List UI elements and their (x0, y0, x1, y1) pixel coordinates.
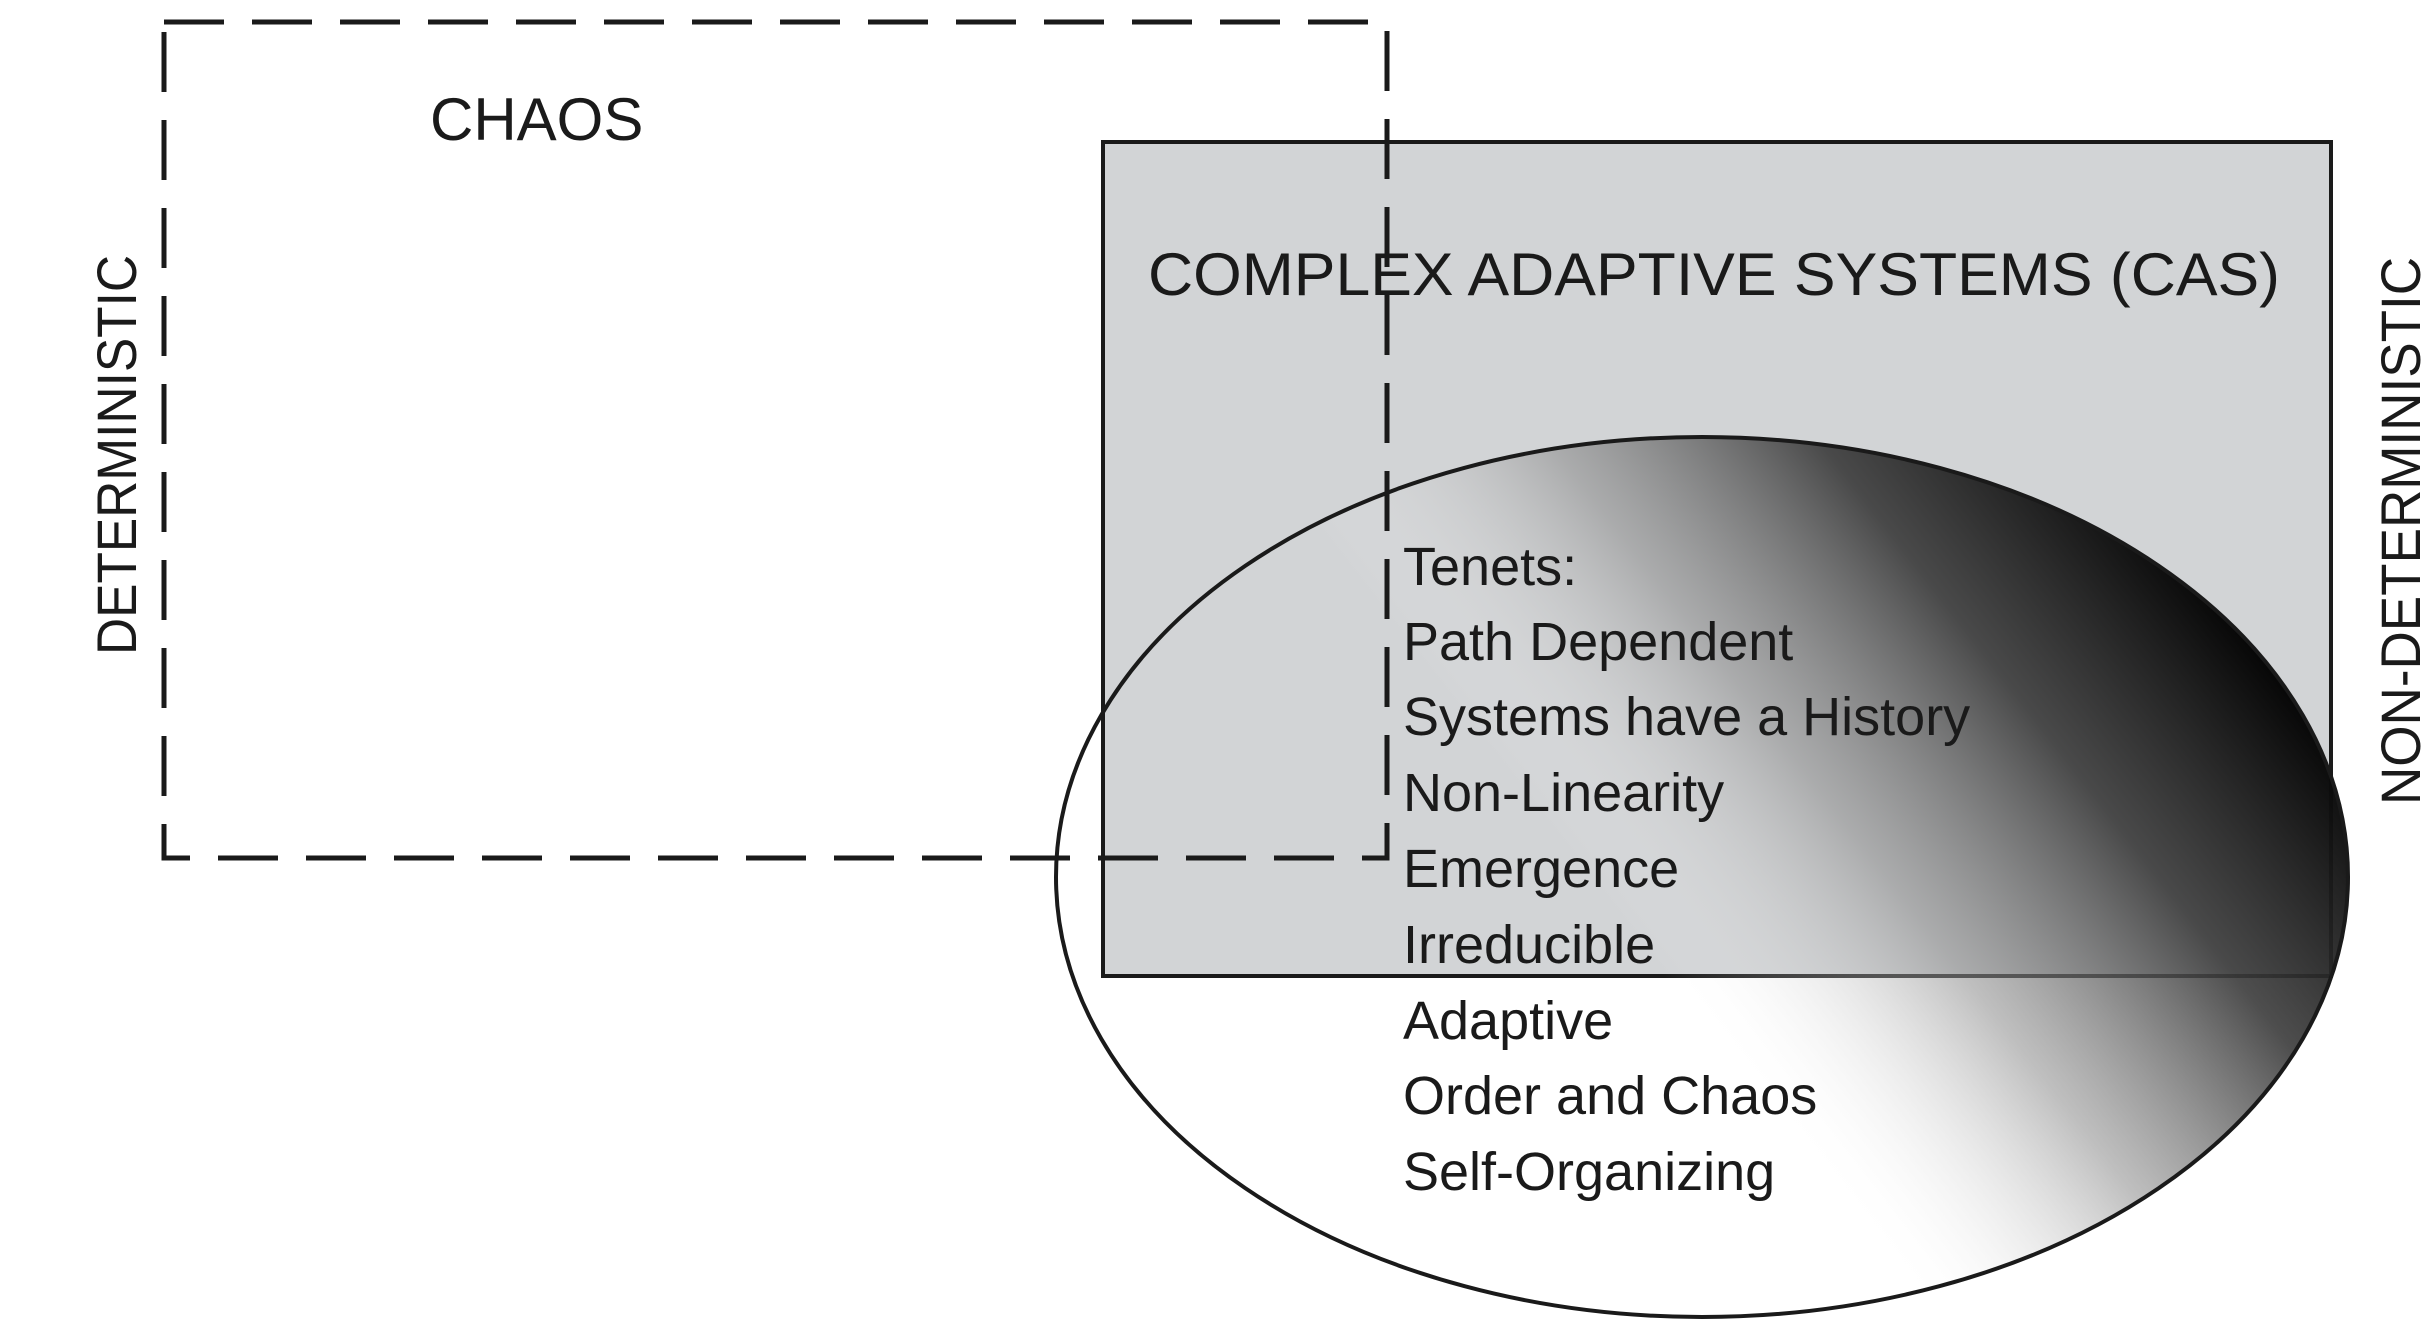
tenets-region (1054, 435, 2350, 1319)
chaos-region (161, 19, 1390, 861)
tenet-item: Adaptive (1403, 991, 1613, 1051)
tenets-ellipse-outline (1054, 435, 2350, 1319)
non-deterministic-label: NON-DETERMINISTIC (2369, 257, 2432, 805)
deterministic-label: DETERMINISTIC (85, 255, 148, 655)
tenet-item: Path Dependent (1403, 612, 1793, 672)
tenet-item: Emergence (1403, 839, 1679, 899)
tenet-item: Irreducible (1403, 915, 1655, 975)
tenet-item: Self-Organizing (1403, 1142, 1775, 1202)
tenet-item: Order and Chaos (1403, 1066, 1817, 1126)
tenet-item: Systems have a History (1403, 687, 1970, 747)
chaos-label: CHAOS (430, 86, 643, 153)
tenets-heading: Tenets: (1403, 537, 1577, 597)
tenets-list: Tenets: Path Dependent Systems have a Hi… (1403, 537, 1970, 1202)
cas-label: COMPLEX ADAPTIVE SYSTEMS (CAS) (1148, 241, 2280, 308)
tenet-item: Non-Linearity (1403, 763, 1724, 823)
